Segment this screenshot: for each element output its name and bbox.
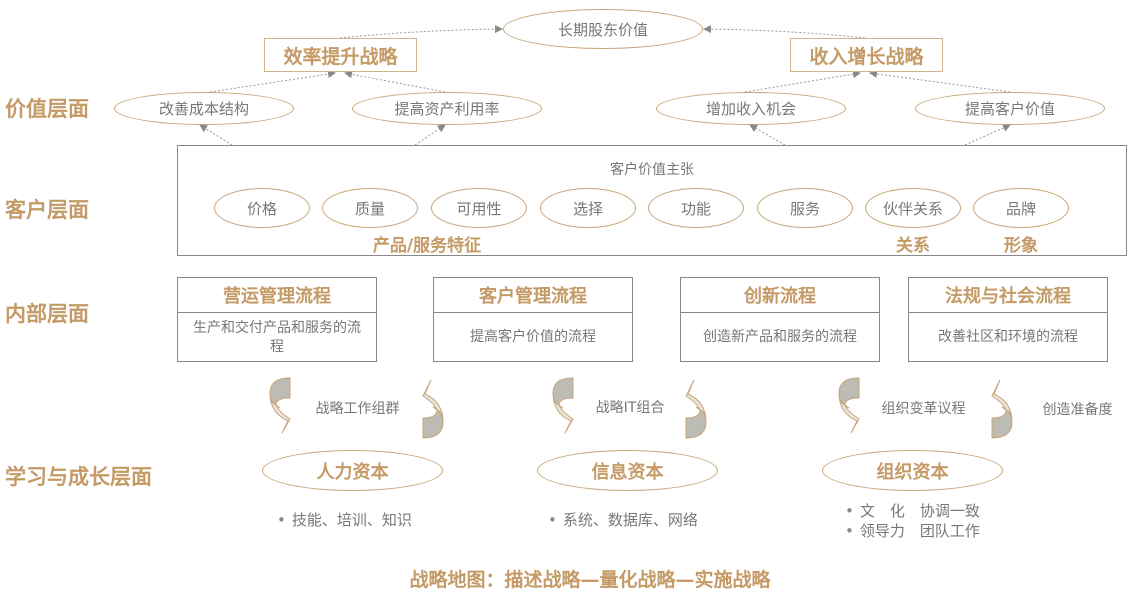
process-title: 创新流程 <box>681 278 879 313</box>
process-box-customer: 客户管理流程提高客户价值的流程 <box>433 277 633 362</box>
arrow-customer-to-revenue <box>749 124 786 146</box>
process-desc: 生产和交付产品和服务的流程 <box>193 319 361 355</box>
arrow-customer-to-custvalue <box>964 124 1011 146</box>
customer-attribute: 选择 <box>540 188 636 228</box>
customer-attribute: 功能 <box>648 188 744 228</box>
customer-attribute: 伙伴关系 <box>865 188 961 228</box>
arrow-customer-to-cost <box>199 124 233 146</box>
process-desc: 改善社区和环境的流程 <box>938 329 1078 345</box>
arrow-custvalue-to-growth <box>869 69 1011 93</box>
process-box-regulatory: 法规与社会流程改善社区和环境的流程 <box>908 277 1108 362</box>
alignment-label: 创造准备度 <box>1042 402 1113 418</box>
group-label-relationship: 关系 <box>896 236 930 256</box>
strategy-growth: 收入增长战略 <box>790 38 943 72</box>
layer-label-customer: 客户层面 <box>5 198 89 222</box>
process-title: 营运管理流程 <box>178 278 376 313</box>
capital-human: 人力资本 <box>262 450 443 491</box>
process-title: 客户管理流程 <box>434 278 632 313</box>
layer-label-internal: 内部层面 <box>5 302 89 326</box>
value-item: 提高客户价值 <box>915 92 1105 125</box>
cycle-arrow-icon <box>422 379 444 439</box>
process-desc: 提高客户价值的流程 <box>470 329 596 345</box>
arrow-growth-to-goal <box>703 25 866 39</box>
arrow-customer-to-asset <box>414 124 446 146</box>
customer-box-title: 客户价值主张 <box>610 162 694 178</box>
customer-attribute: 质量 <box>322 188 418 228</box>
process-desc: 创造新产品和服务的流程 <box>703 329 857 345</box>
group-label-product: 产品/服务特征 <box>372 236 482 256</box>
arrow-revenue-to-growth <box>744 70 861 93</box>
customer-attribute: 服务 <box>757 188 853 228</box>
cycle-arrow-icon <box>838 377 860 434</box>
footer-title: 战略地图：描述战略—量化战略—实施战略 <box>409 569 771 591</box>
customer-attribute: 价格 <box>214 188 310 228</box>
capital-bullet: 技能、培训、知识 <box>277 509 412 530</box>
capital-bullet: 文 化 协调一致 <box>845 500 980 521</box>
value-item: 提高资产利用率 <box>352 92 542 125</box>
process-title: 法规与社会流程 <box>909 278 1107 313</box>
process-box-innovation: 创新流程创造新产品和服务的流程 <box>680 277 880 362</box>
capital-information: 信息资本 <box>537 450 718 491</box>
alignment-label: 战略IT组合 <box>595 400 665 416</box>
process-box-operations: 营运管理流程生产和交付产品和服务的流程 <box>177 277 377 362</box>
goal-shareholder-value: 长期股东价值 <box>503 9 703 49</box>
capital-bullet: 领导力 团队工作 <box>845 520 980 541</box>
customer-attribute: 可用性 <box>431 188 527 228</box>
customer-attribute: 品牌 <box>973 188 1069 228</box>
strategy-efficiency: 效率提升战略 <box>264 38 417 72</box>
value-item: 增加收入机会 <box>656 92 846 125</box>
group-label-image: 形象 <box>1004 236 1038 256</box>
alignment-label: 战略工作组群 <box>315 401 400 417</box>
alignment-label: 组织变革议程 <box>881 401 966 417</box>
cycle-arrow-icon <box>685 379 707 439</box>
capital-bullet: 系统、数据库、网络 <box>548 509 698 530</box>
value-item: 改善成本结构 <box>114 92 294 125</box>
layer-label-value: 价值层面 <box>5 97 89 121</box>
arrow-asset-to-efficiency <box>344 70 446 93</box>
cycle-arrow-icon <box>991 379 1013 439</box>
cycle-arrow-icon <box>552 377 574 434</box>
arrow-efficiency-to-goal <box>339 25 503 39</box>
layer-label-learning: 学习与成长层面 <box>5 465 152 489</box>
capital-organization: 组织资本 <box>822 450 1003 491</box>
cycle-arrow-icon <box>269 377 291 434</box>
arrow-cost-to-efficiency <box>209 70 336 93</box>
